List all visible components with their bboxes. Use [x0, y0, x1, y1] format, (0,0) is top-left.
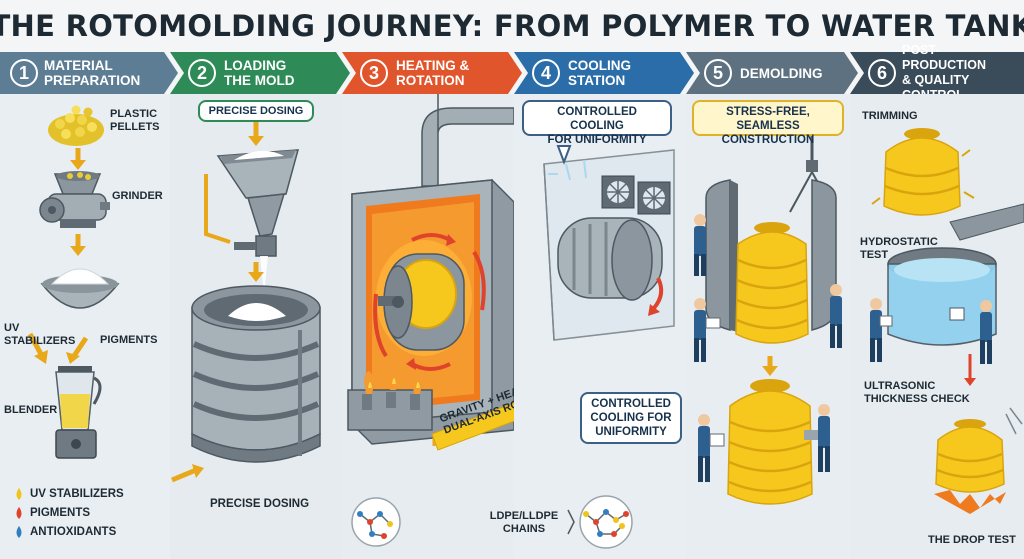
step-number-1: 1: [10, 59, 38, 87]
water-tank-icon-2: [727, 379, 813, 505]
page-title: THE ROTOMOLDING JOURNEY: FROM POLYMER TO…: [0, 9, 1024, 43]
label-drop-test: THE DROP TEST: [928, 534, 1016, 546]
step-number-5: 5: [704, 59, 732, 87]
inspector-icon-1: [870, 298, 893, 362]
powder-bowl-icon: [40, 268, 120, 309]
dosing-hopper-icon: [216, 149, 300, 294]
step-number-6: 6: [868, 59, 896, 87]
molecule-chain-icon-left: [351, 497, 401, 547]
water-tank-icon-1: [735, 222, 809, 344]
red-drop-icon: [14, 507, 24, 519]
callout-precise-dosing: PRECISE DOSING: [198, 100, 314, 122]
blue-drop-icon: [14, 526, 24, 538]
step-label-3a: HEATING &: [396, 58, 470, 73]
worker-icon-4: [698, 414, 725, 482]
yellow-drop-icon: [14, 488, 24, 500]
step-header-5: 5 DEMOLDING: [686, 52, 858, 94]
plastic-pellets-icon: [48, 105, 104, 146]
grinder-icon: [39, 171, 110, 228]
step-label-6a: POST-PRODUCTION: [902, 43, 987, 72]
step-number-2: 2: [188, 59, 216, 87]
legend-antioxidants: ANTIOXIDANTS: [14, 526, 116, 538]
label-precise-dosing: PRECISE DOSING: [210, 498, 310, 510]
step-header-6: 6 POST-PRODUCTION& QUALITY CONTROL: [850, 43, 1024, 102]
step-header-3: 3 HEATING &ROTATION: [342, 52, 522, 94]
step-label-1b: PREPARATION: [44, 73, 141, 88]
mold-halves-icon: [705, 179, 837, 332]
step-number-4: 4: [532, 59, 560, 87]
step-label-4a: COOLING: [568, 58, 631, 73]
hydrostatic-test-tank-icon: [887, 247, 997, 346]
label-pigments: PIGMENTS: [100, 334, 158, 346]
worker-icon-3: [830, 284, 842, 348]
step-label-3b: ROTATION: [396, 73, 465, 88]
worker-icon-1: [694, 214, 706, 276]
label-grinder: GRINDER: [112, 190, 163, 202]
trimmed-tank-icon: [871, 128, 975, 216]
worker-icon-2: [694, 298, 721, 362]
legend-pigments: PIGMENTS: [14, 507, 90, 519]
panel-heating-rotation: GRAVITY + HEAT +DUAL-AXIS ROTATION: [342, 94, 558, 559]
step-label-5a: DEMOLDING: [740, 65, 823, 81]
molecule-chain-icon-right: [579, 495, 633, 549]
label-blender: BLENDER: [4, 404, 58, 416]
burner-flames-icon: [347, 367, 433, 431]
step-label-1a: MATERIAL: [44, 58, 113, 73]
step-number-3: 3: [360, 59, 388, 87]
inspector-icon-2: [980, 300, 992, 364]
step-label-2b: THE MOLD: [224, 73, 295, 88]
drop-test-tank-icon: [934, 407, 1023, 514]
mold-drum-icon: [191, 285, 321, 463]
step-label-4b: STATION: [568, 73, 626, 88]
blender-icon: [55, 366, 102, 459]
cooling-chamber-icon: [543, 149, 675, 341]
panel-loading-mold: PRECISE DOSING PRECISE DOSING: [170, 94, 342, 559]
step-label-2a: LOADING: [224, 58, 287, 73]
label-trimming: TRIMMING: [862, 110, 918, 122]
legend-uv-stabilizers: UV STABILIZERS: [14, 488, 124, 500]
worker-icon-5: [804, 404, 830, 472]
